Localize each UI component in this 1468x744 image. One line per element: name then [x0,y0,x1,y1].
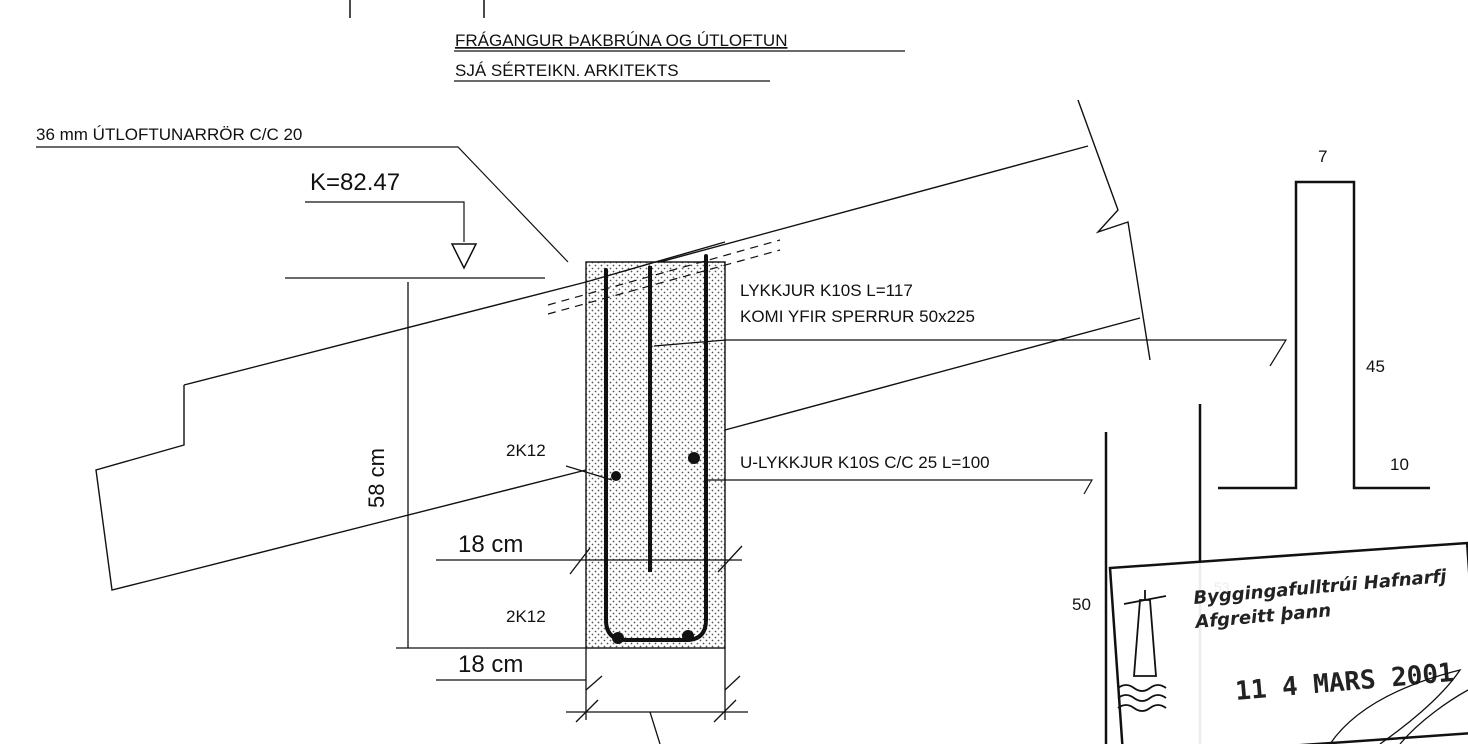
u-loops-label: U-LYKKJUR K10S C/C 25 L=100 [740,453,990,472]
top-ticks [349,0,485,18]
signature [1329,668,1468,744]
loops-label: LYKKJUR K10S L=117 [740,281,913,300]
dim-upper-label: 18 cm [458,531,523,558]
height-label: 58 cm [364,448,389,508]
loop-shape-detail [1218,180,1430,490]
dim-upper-tick-left [569,547,591,575]
roof-outline [95,145,1141,591]
height-dimension [396,282,586,649]
level-label: K=82.47 [310,169,400,196]
beam-top-slope [585,241,726,283]
rebar-top-label: 2K12 [506,441,546,460]
lighthouse-icon [1117,590,1167,712]
u-loop-height: 50 [1072,595,1091,614]
rebar-bars [611,452,700,644]
title-line-1: FRÁGANGUR ÞAKBRÚNA OG ÚTLOFTUN [455,31,787,50]
rafters-label: KOMI YFIR SPERRUR 50x225 [740,307,975,326]
break-line [1077,99,1151,361]
loop-leg-height: 45 [1366,357,1385,376]
loop-top-width: 7 [1318,147,1327,166]
beam-width-dimension [566,648,748,744]
dim-upper-tick-right [717,545,743,573]
rebar-u-loop [604,254,708,642]
rebar-bottom-label: 2K12 [506,607,546,626]
level-leader [305,201,465,242]
dim-lower-label: 18 cm [458,651,523,678]
rebar-bar-top-left [611,471,621,481]
level-triangle-icon [450,243,478,270]
rebar-bar-bottom-right [682,630,694,642]
rebar-top-leader [565,465,613,481]
approval-stamp: Byggingafulltrúi Hafnarfj Afgreitt þann … [1108,541,1468,744]
beam-top-dash-2 [547,249,781,315]
vent-pipes-label: 36 mm ÚTLOFTUNARRÖR C/C 20 [36,125,302,144]
loops-leader [653,339,1288,367]
loop-foot: 10 [1390,455,1409,474]
u-loops-leader [708,479,1094,495]
rebar-bar-bottom-left [612,632,624,644]
title-line-2: SJÁ SÉRTEIKN. ARKITEKTS [455,61,679,80]
vent-pipes-leader [36,146,569,263]
rebar-bar-top-right [688,452,700,464]
beam-top-dash [547,239,781,306]
